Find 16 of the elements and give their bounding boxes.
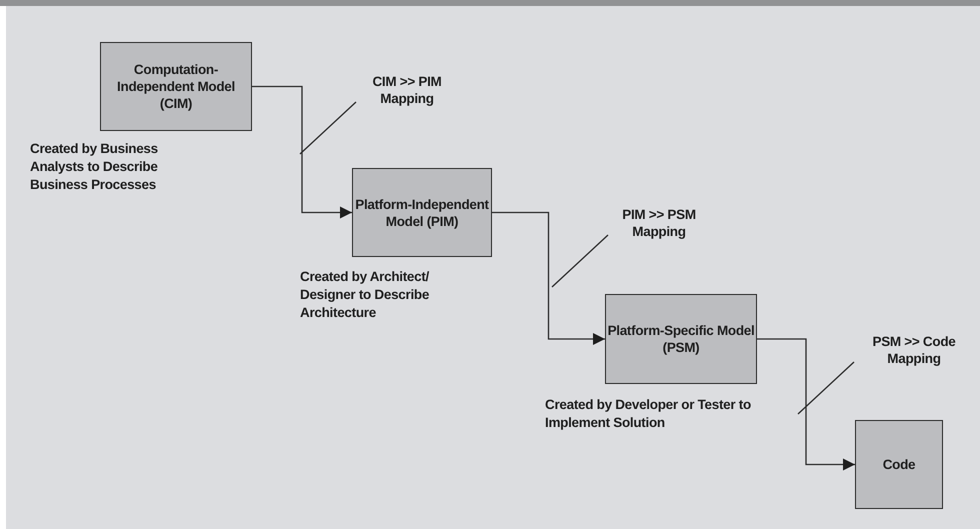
- arrow: [757, 338, 855, 470]
- leader-line: [552, 234, 608, 288]
- arrow: [252, 86, 352, 218]
- mapping-label: PIM >> PSM Mapping: [604, 203, 714, 243]
- model-box: Platform-Independent Model (PIM): [352, 168, 492, 257]
- model-box: Code: [855, 420, 943, 509]
- role-caption: Created by Architect/ Designer to Describe Architecture: [300, 268, 430, 322]
- role-caption: Created by Developer or Tester to Implement Solution: [545, 396, 752, 432]
- mapping-label: CIM >> PIM Mapping: [352, 70, 462, 110]
- model-box: Computation-Independent Model (CIM): [100, 42, 252, 131]
- mapping-label: PSM >> Code Mapping: [850, 330, 978, 370]
- leader-line: [300, 102, 356, 154]
- role-caption: Created by Business Analysts to Describe Business Processes: [30, 140, 159, 194]
- arrow: [492, 212, 605, 345]
- leader-line: [798, 362, 854, 414]
- model-box: Platform-Specific Model (PSM): [605, 294, 757, 384]
